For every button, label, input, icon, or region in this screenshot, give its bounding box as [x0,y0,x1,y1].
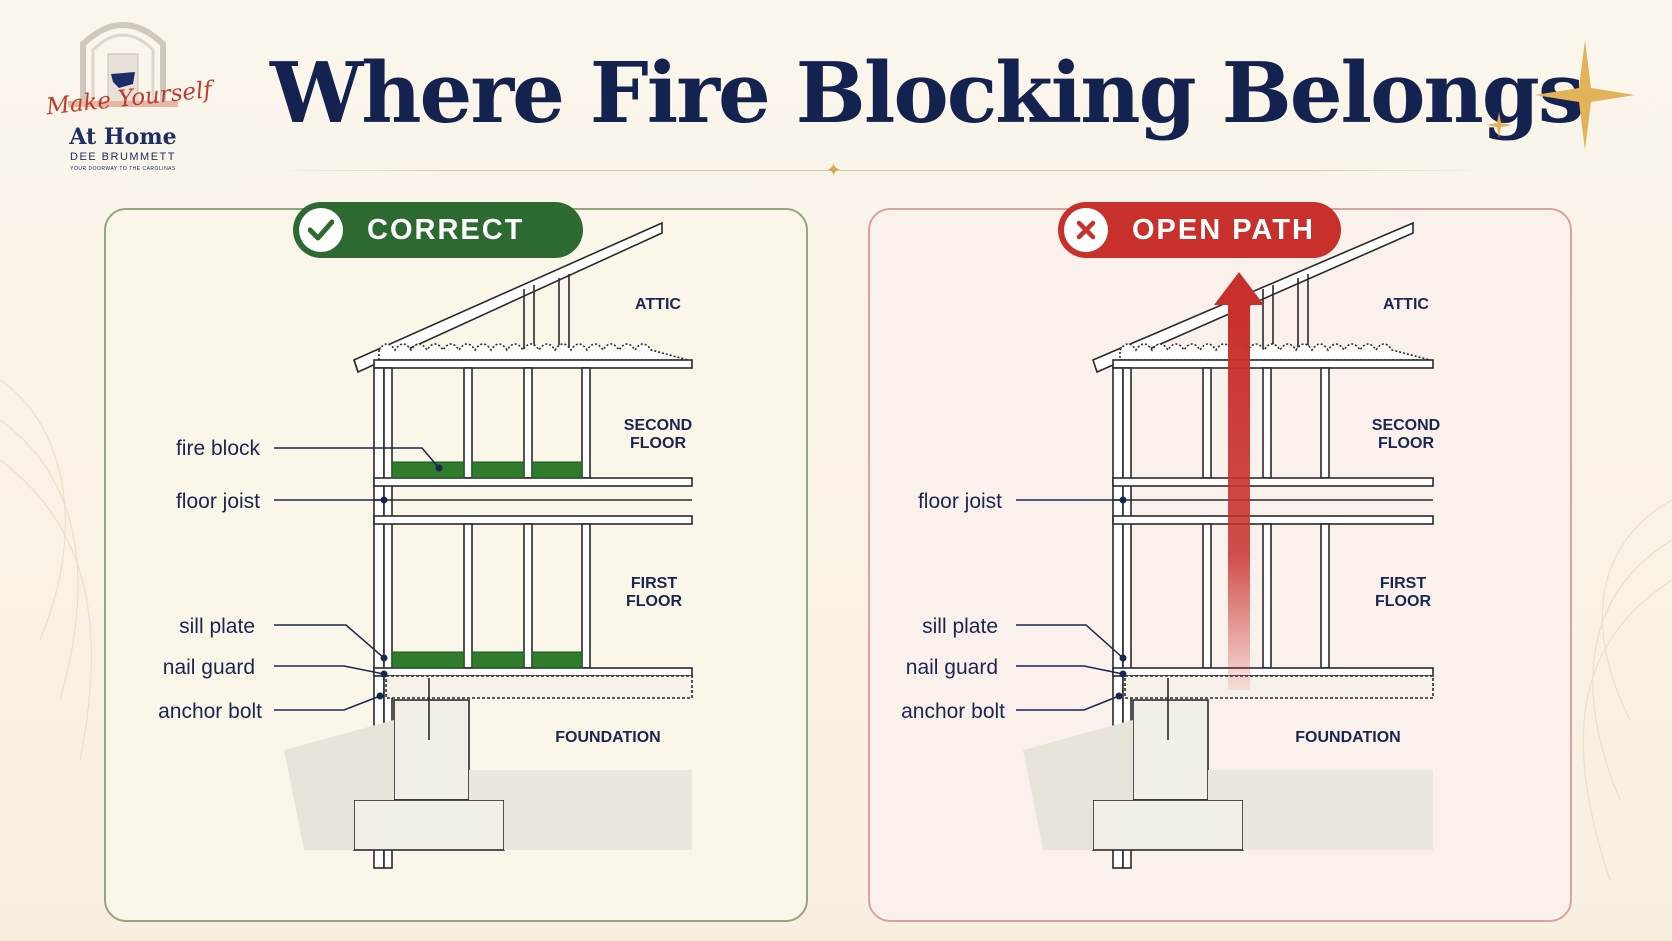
correct-badge: CORRECT [293,202,583,258]
open-path-badge: OPEN PATH [1058,202,1341,258]
nail-guard-label: nail guard [163,656,255,679]
floor-joist-label: floor joist [918,490,1002,513]
nail-guard-label: nail guard [906,656,998,679]
sill-plate-label: sill plate [922,615,998,638]
open-path-badge-label: OPEN PATH [1132,213,1315,246]
correct-badge-label: CORRECT [367,213,525,246]
attic-label: ATTIC [1383,296,1429,313]
foundation-label: FOUNDATION [1295,729,1400,746]
house-arch-icon [68,22,178,107]
second-floor-label-line1: SECOND [624,417,692,434]
title-divider [270,170,1490,171]
correct-wall-section-diagram: ATTIC SECOND FLOOR FIRST FLOOR FOUNDATIO… [158,221,693,869]
first-floor-label-line1: FIRST [631,575,677,592]
checkmark-icon [299,208,343,252]
fire-blocks [391,461,583,669]
attic-label: ATTIC [635,296,681,313]
callout-leaders [1016,499,1124,711]
logo-name-text: DEE BRUMMETT [70,151,176,163]
logo-home-text: At Home [69,124,177,150]
first-floor-label-line2: FLOOR [626,593,682,610]
first-floor-label-line2: FLOOR [1375,593,1431,610]
open-path-arrow [1214,272,1264,690]
page-title: Where Fire Blocking Belongs [270,44,1585,142]
sparkle-large-icon [1535,40,1635,150]
second-floor-label-line1: SECOND [1372,417,1440,434]
foundation-label: FOUNDATION [555,729,660,746]
divider-sparkle-icon: ✦ [826,160,842,180]
first-floor-label-line1: FIRST [1380,575,1426,592]
floor-joist-label: floor joist [176,490,260,513]
x-mark-icon [1064,208,1108,252]
logo-tagline-text: YOUR DOORWAY TO THE CAROLINAS [70,166,176,172]
second-floor-label-line2: FLOOR [630,435,686,452]
second-floor-label-line2: FLOOR [1378,435,1434,452]
anchor-bolt-label: anchor bolt [901,700,1005,723]
open-path-wall-section-diagram: ATTIC SECOND FLOOR FIRST FLOOR FOUNDATIO… [901,221,1440,869]
sill-plate-label: sill plate [179,615,255,638]
anchor-bolt-label: anchor bolt [158,700,262,723]
brand-logo: Make Yourself At Home DEE BRUMMETT YOUR … [38,14,213,174]
callout-leaders [274,447,440,711]
sparkle-small-icon [1486,112,1512,138]
fire-block-label: fire block [176,437,261,460]
